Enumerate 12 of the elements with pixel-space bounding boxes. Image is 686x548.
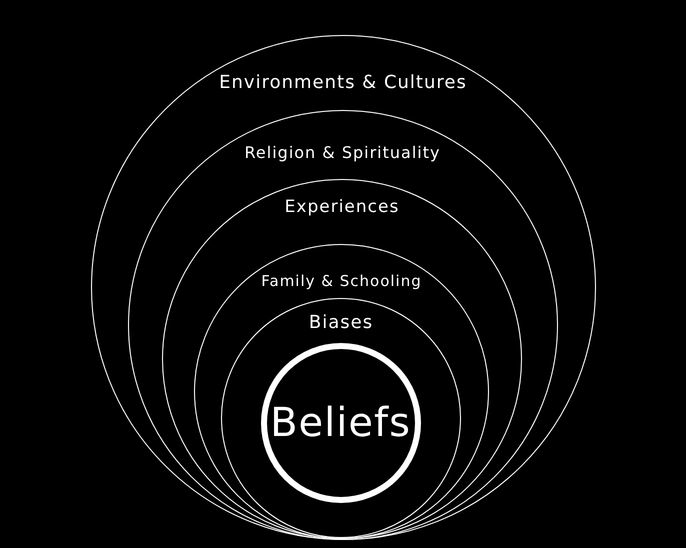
ring-circle [90,35,596,540]
ring-circle [194,244,489,538]
core-circle [260,342,420,502]
ring-label: Religion & Spirituality [244,143,440,162]
ring-label: Biases [308,312,374,334]
core-label: Beliefs [270,398,411,446]
ring-label: Experiences [284,196,400,217]
ring-circle [128,110,558,540]
ring-label: Environments & Cultures [219,72,467,94]
ring-circle [162,179,522,539]
ring-circle [221,298,461,538]
ring-label: Family & Schooling [261,272,422,290]
